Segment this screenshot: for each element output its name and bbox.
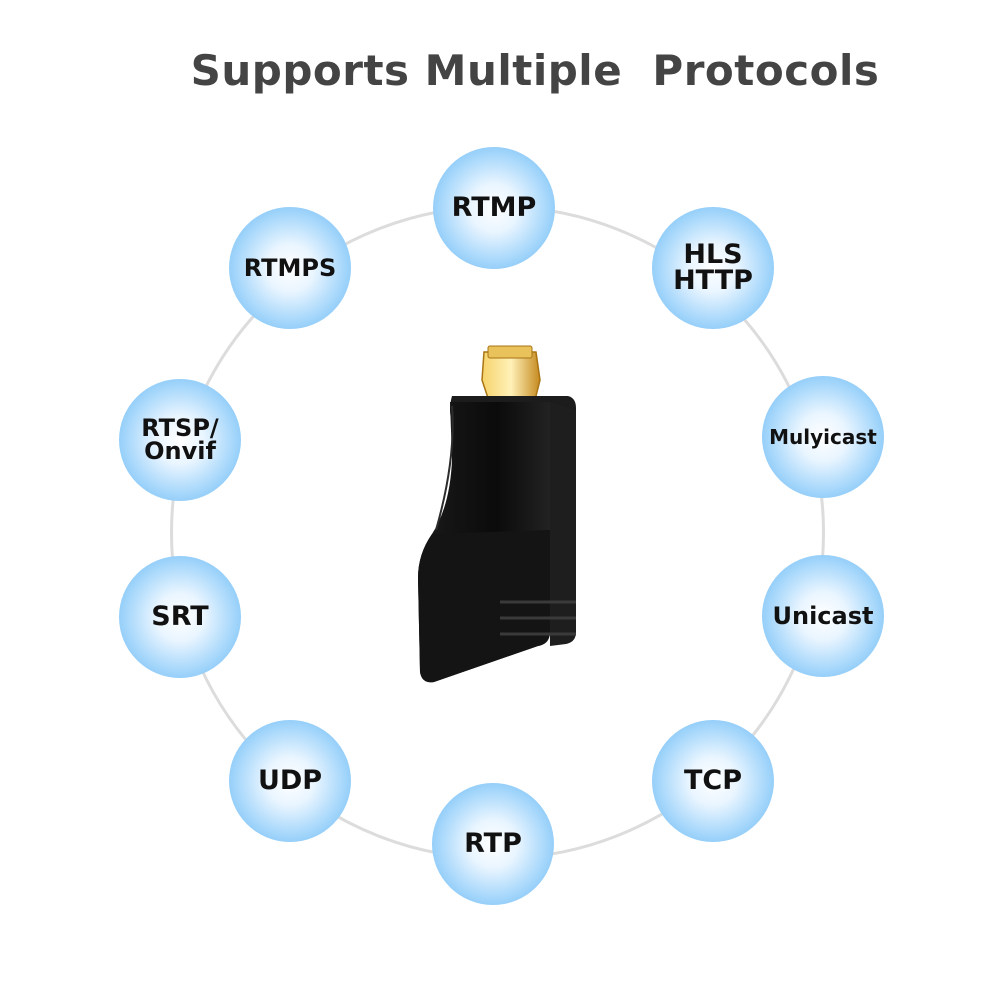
protocol-bubble-rtmp: RTMP: [433, 147, 555, 269]
protocol-bubble-rtmps: RTMPS: [229, 207, 351, 329]
protocol-label: RTMPS: [243, 253, 337, 282]
protocol-bubble-rtsp-onvif: RTSP/ Onvif: [119, 379, 241, 501]
protocol-label: RTSP/ Onvif: [141, 414, 219, 465]
protocol-label: RTMP: [451, 192, 537, 224]
protocol-label: SRT: [151, 601, 209, 633]
protocol-label: Unicast: [772, 601, 874, 630]
protocol-bubble-mulyicast: Mulyicast: [762, 376, 884, 498]
protocol-bubble-hls-http: HLS HTTP: [652, 207, 774, 329]
protocol-label: HLS HTTP: [673, 239, 753, 296]
protocol-bubble-udp: UDP: [229, 720, 351, 842]
protocol-bubble-srt: SRT: [119, 556, 241, 678]
protocol-label: UDP: [257, 765, 323, 797]
protocol-label: RTP: [464, 828, 522, 860]
hdmi-encoder-device-icon: [418, 345, 576, 683]
protocol-label: TCP: [683, 765, 743, 797]
page-title: Supports Multiple Protocols: [190, 46, 880, 95]
protocol-bubble-rtp: RTP: [432, 783, 554, 905]
protocol-bubble-tcp: TCP: [652, 720, 774, 842]
protocol-label: Mulyicast: [769, 424, 877, 449]
protocol-bubble-unicast: Unicast: [762, 555, 884, 677]
